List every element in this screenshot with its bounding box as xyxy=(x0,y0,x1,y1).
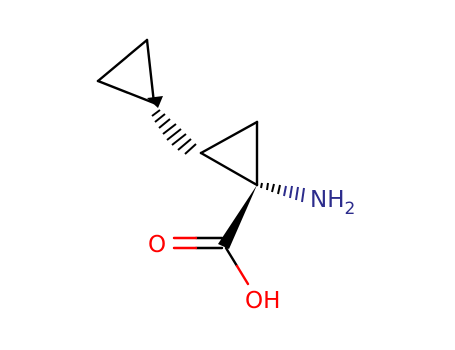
wedge-bond-carboxyl xyxy=(218,185,257,249)
cyclopropyl-ring xyxy=(96,38,156,105)
hashed-bond-amine xyxy=(260,182,281,195)
double-bond-carbonyl xyxy=(172,236,224,250)
hydroxyl-label: OH xyxy=(245,288,280,314)
bond-ring2-a xyxy=(199,120,259,155)
bond-ring1-c xyxy=(145,38,156,105)
hashed-bond-ring-link xyxy=(151,109,197,155)
wedge-ring1-tip xyxy=(147,96,163,108)
bond-ring1-a xyxy=(96,38,149,83)
hashed-bond-amine-colored xyxy=(283,185,305,203)
amine-label: NH2 xyxy=(310,187,355,219)
carbonyl-oxygen-label: O xyxy=(148,232,166,258)
bond-c-oh xyxy=(224,246,250,286)
cyclopropane-ring xyxy=(199,120,259,187)
bond-ring2-c xyxy=(199,151,259,187)
bond-ring1-b xyxy=(96,79,156,105)
